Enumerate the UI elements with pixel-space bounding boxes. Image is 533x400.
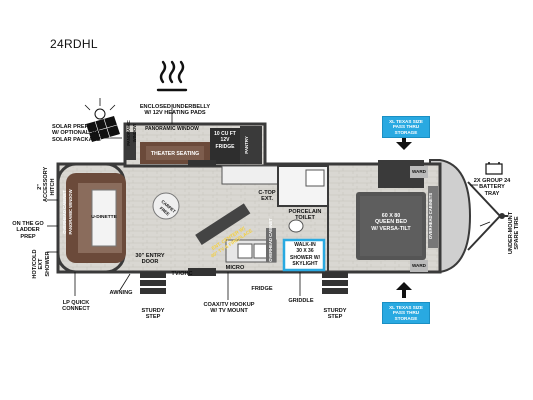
u-dinette — [66, 173, 126, 263]
label-fridge: 10 CU FT 12V FRIDGE — [214, 131, 236, 150]
walk-in-shower — [282, 238, 326, 272]
label-sturdy-step-left: STURDY STEP — [141, 308, 165, 321]
label-ext-shower: HOT/COLD EXT SHOWER — [32, 249, 51, 279]
label-fridge-ext: FRIDGE — [251, 286, 273, 292]
label-solar: SOLAR PREP W/ OPTIONAL 200W SOLAR PACKAG… — [52, 124, 106, 143]
galley — [221, 165, 305, 263]
battery-icon — [485, 162, 503, 175]
heating-icon — [156, 60, 188, 92]
label-overhead-cabinet-left: OVERHEAD CABINET PANORAMIC WINDOW — [62, 189, 74, 235]
label-entry-door: 30" ENTRY DOOR — [135, 253, 165, 266]
label-accessory-hitch: 2" ACCESSORY HITCH — [37, 166, 56, 202]
bedroom — [356, 160, 438, 272]
label-spare-tire: UNDER-MOUNT SPARE TIRE — [508, 211, 521, 255]
model-title: 24RDHL — [50, 37, 98, 51]
carpet-free-badge — [152, 192, 180, 220]
label-theater-seating: THEATER SEATING — [150, 151, 200, 157]
entertainment-center — [195, 203, 251, 245]
sturdy-step-left — [140, 272, 166, 294]
label-lp-connect: LP QUICK CONNECT — [62, 300, 90, 313]
bathroom — [277, 165, 329, 272]
trailer-hitch — [467, 181, 508, 251]
pantry — [240, 126, 262, 164]
label-griddle: GRIDDLE — [288, 298, 314, 304]
label-ladder-prep: ON THE GO LADDER PREP — [12, 221, 44, 240]
label-shower: WALK-IN 30 X 36 SHOWER W/ SKYLIGHT — [290, 242, 320, 268]
storage-tag-top: XL TEXAS SIZE PASS THRU STORAGE — [382, 116, 430, 139]
label-pantry: PANTRY — [244, 136, 249, 154]
wheel — [188, 160, 216, 166]
label-micro: MICRO — [225, 265, 245, 271]
label-underbelly: ENCLOSED UNDERBELLY W/ 12V HEATING PADS — [139, 104, 211, 117]
sturdy-step-right — [322, 272, 348, 294]
fridge — [210, 128, 240, 164]
label-tv-ohc: TV/OHC — [171, 271, 193, 277]
label-panoramic-window-top: PANORAMIC WINDOW — [145, 126, 199, 132]
solar-panel-icon — [84, 98, 120, 142]
label-awning: AWNING — [109, 290, 133, 296]
label-panoramic-window-side: PANORAMIC WINDOW — [126, 120, 138, 146]
label-battery-tray: 2X GROUP 24 BATTERY TRAY — [473, 178, 511, 197]
label-ward-top: WARD — [411, 169, 427, 174]
label-coax: COAX/TV HOOKUP W/ TV MOUNT — [203, 302, 255, 315]
label-bed: 60 X 80 QUEEN BED W/ VERSA-TILT — [371, 213, 411, 232]
wheel — [188, 268, 216, 276]
label-u-dinette: U-DINETTE — [91, 215, 117, 220]
label-overhead-cabinets-right: OVERHEAD CABINETS — [428, 192, 433, 240]
storage-tag-bottom: XL TEXAS SIZE PASS THRU STORAGE — [382, 302, 430, 325]
label-ward-bottom: WARD — [411, 263, 427, 268]
label-porcelain-toilet: PORCELAIN TOILET — [288, 209, 322, 222]
label-sturdy-step-right: STURDY STEP — [323, 308, 347, 321]
label-ctop-ext: C-TOP EXT. — [258, 190, 276, 203]
label-overhead-cabinet-mid: OVERHEAD CABINET — [268, 218, 273, 262]
